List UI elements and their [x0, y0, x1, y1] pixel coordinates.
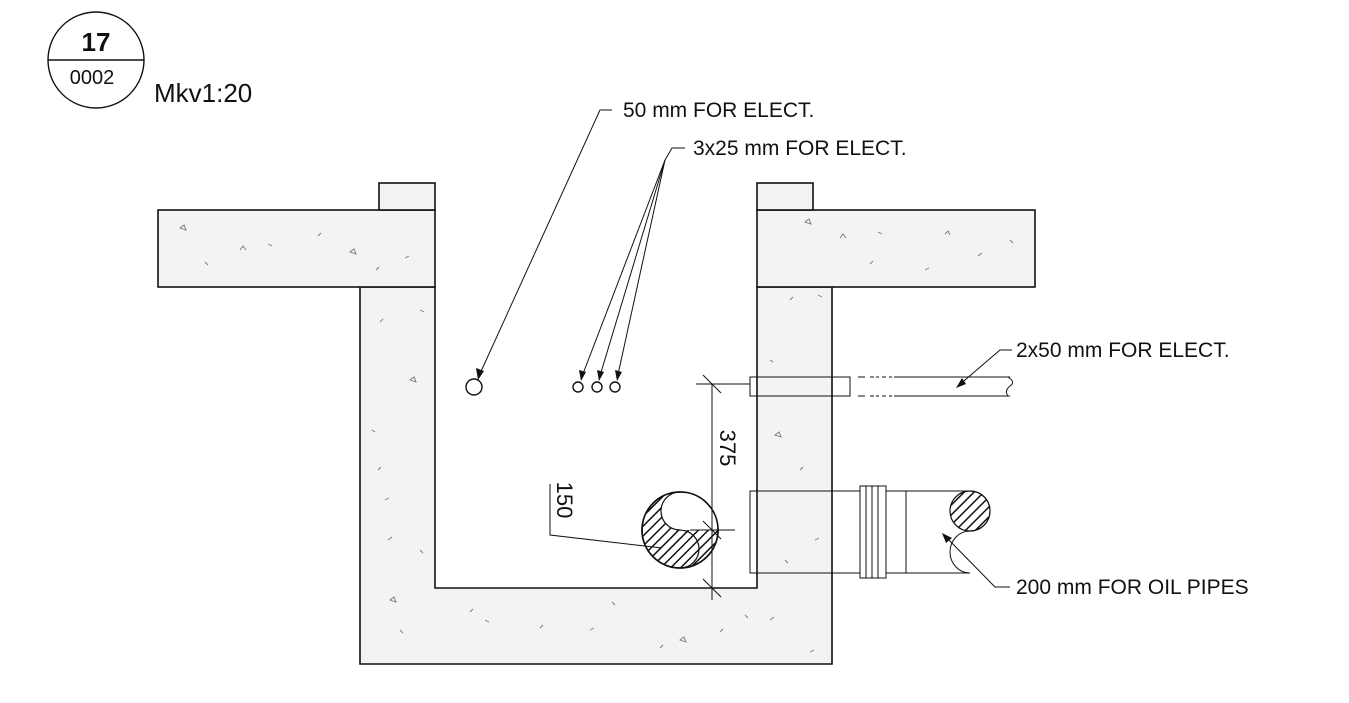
label-elect-50: 50 mm FOR ELECT. — [623, 99, 814, 122]
electrical-conduits — [465, 378, 621, 396]
oil-pipe-200mm: 200 mm FOR OIL PIPES — [749, 485, 1249, 599]
label-elect-3x25: 3x25 mm FOR ELECT. — [693, 137, 907, 160]
pipe-2x50mm: 2x50 mm FOR ELECT. — [749, 339, 1230, 397]
scale-label: Mkv1:20 — [154, 78, 252, 108]
dimension-375: 375 — [690, 374, 750, 600]
leader-50mm: 50 mm FOR ELECT. — [476, 99, 814, 380]
concrete-texture — [179, 218, 1014, 653]
right-lid-lip — [756, 182, 814, 211]
right-lid-slab — [756, 209, 1036, 288]
dimension-150: 150 — [549, 482, 663, 549]
dim-label-375: 375 — [715, 430, 740, 467]
conduit-25mm-2 — [591, 381, 603, 393]
oil-pipe-cross-section — [641, 491, 719, 569]
trench-body — [359, 286, 833, 665]
dim-label-150: 150 — [552, 482, 577, 519]
left-lid-lip — [378, 182, 436, 211]
conduit-50mm — [465, 378, 483, 396]
conduit-25mm-1 — [572, 381, 584, 393]
label-oil-pipes: 200 mm FOR OIL PIPES — [1016, 576, 1249, 599]
left-lid-slab — [157, 209, 436, 288]
label-elect-2x50: 2x50 mm FOR ELECT. — [1016, 339, 1230, 362]
concrete-trench — [157, 182, 1036, 665]
leader-3x25mm: 3x25 mm FOR ELECT. — [579, 137, 907, 381]
conduit-25mm-3 — [609, 381, 621, 393]
section-marker: 17 0002 — [47, 11, 145, 109]
sheet-number: 0002 — [70, 67, 115, 89]
section-number: 17 — [82, 27, 111, 57]
